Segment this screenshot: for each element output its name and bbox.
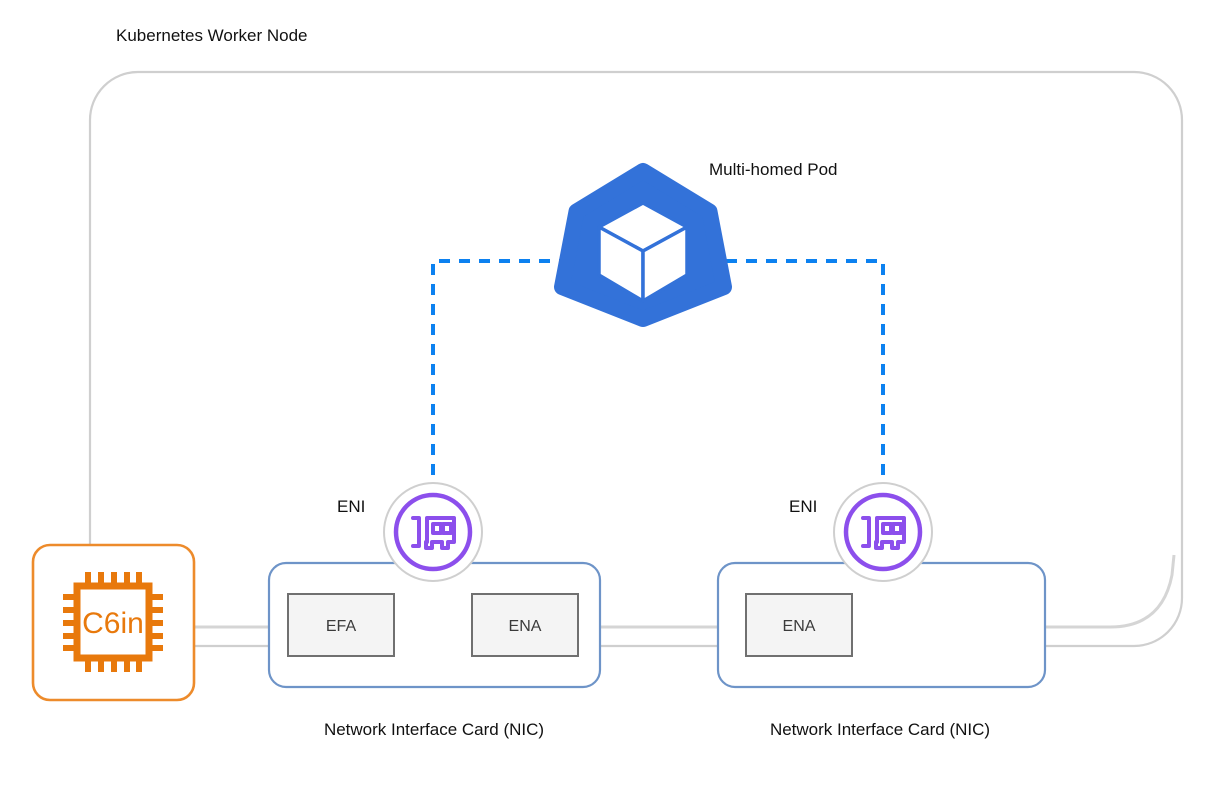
nic-card-1: EFA ENA xyxy=(267,561,602,689)
eni-badge-2 xyxy=(833,482,933,582)
adapter-ena-label-1: ENA xyxy=(509,618,542,635)
kubernetes-pod-icon xyxy=(554,163,732,327)
pod-to-eni-right-line xyxy=(706,259,885,495)
worker-node-container xyxy=(88,70,1184,648)
c6in-label: C6in xyxy=(82,607,144,640)
nic-card-1-label: Network Interface Card (NIC) xyxy=(324,720,544,739)
adapter-ena-box-1 xyxy=(471,593,579,657)
pod-to-eni-left-line xyxy=(431,259,585,495)
network-interface-card-icon-1 xyxy=(411,516,456,550)
eni-label-2: ENI xyxy=(789,497,817,516)
nic-card-2-label: Network Interface Card (NIC) xyxy=(770,720,990,739)
eni-label-1: ENI xyxy=(337,497,365,516)
c6in-instance: C6in xyxy=(31,543,196,702)
adapter-efa-label: EFA xyxy=(326,618,357,635)
pod-label: Multi-homed Pod xyxy=(709,160,838,179)
eni-badge-1 xyxy=(383,482,483,582)
cpu-chip-icon xyxy=(63,572,163,672)
hardware-links xyxy=(194,554,1176,629)
nic-card-2: ENA xyxy=(716,561,1047,689)
adapter-efa-box xyxy=(287,593,395,657)
adapter-ena-box-2 xyxy=(745,593,853,657)
adapter-ena-label-2: ENA xyxy=(783,618,816,635)
page-title: Kubernetes Worker Node xyxy=(116,26,308,45)
c6in-frame xyxy=(31,543,196,702)
link-nic2-to-node-edge xyxy=(1045,554,1176,629)
network-interface-card-icon-2 xyxy=(861,516,906,550)
